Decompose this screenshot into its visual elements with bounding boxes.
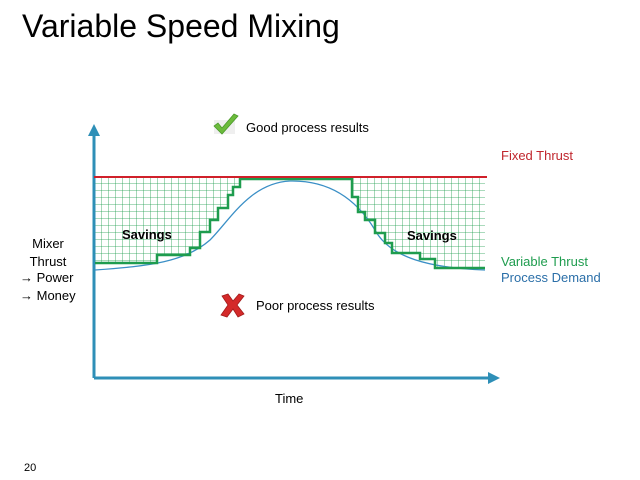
slide-title: Variable Speed Mixing [22, 8, 340, 44]
x-axis-arrow [488, 372, 500, 384]
y-axis-label-line1: Mixer [32, 236, 64, 251]
y-axis-label: Mixer Thrust [26, 235, 70, 271]
cross-icon [220, 293, 245, 318]
page-number: 20 [24, 462, 37, 474]
y-axis-note-power: → Power [20, 270, 74, 285]
savings-label-right: Savings [407, 228, 457, 243]
good-process-label: Good process results [246, 120, 369, 135]
legend-process-demand: Process Demand [501, 270, 601, 285]
legend-fixed-thrust: Fixed Thrust [501, 148, 574, 163]
savings-grid-area [95, 177, 485, 268]
poor-process-label: Poor process results [256, 298, 375, 313]
y-axis-arrow [88, 124, 100, 136]
checkmark-icon [213, 113, 239, 135]
y-axis-label-line2: Thrust [29, 254, 67, 269]
axes [88, 124, 500, 384]
variable-thrust-line [95, 177, 485, 270]
legend-variable-thrust: Variable Thrust [501, 254, 588, 269]
savings-label-left: Savings [122, 227, 172, 242]
y-axis-note-money: → Money [20, 288, 76, 303]
x-axis-label: Time [275, 391, 304, 406]
